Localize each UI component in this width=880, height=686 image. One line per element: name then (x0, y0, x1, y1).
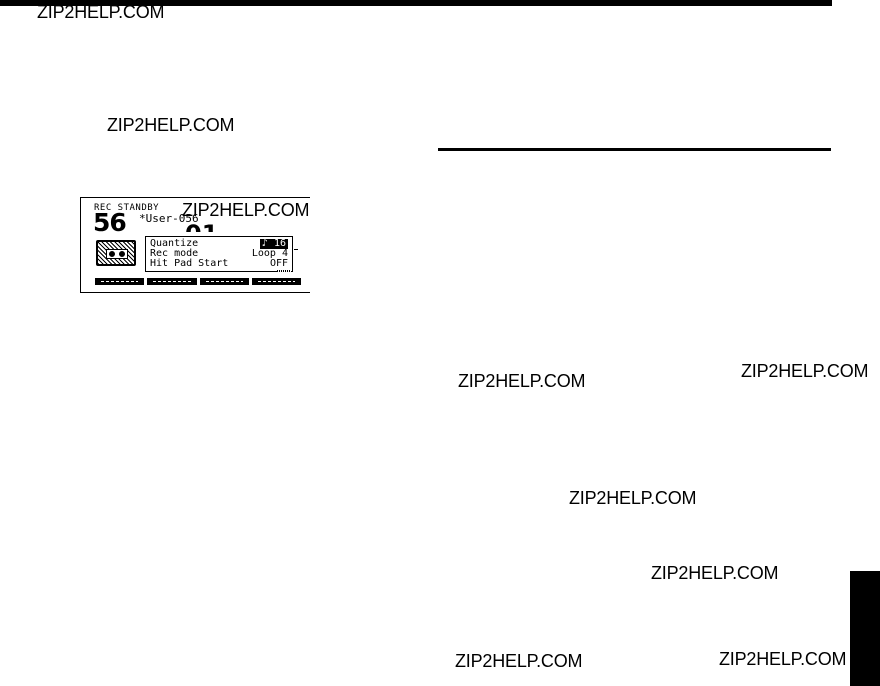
watermark: ZIP2HELP.COM (455, 651, 583, 671)
popup-row-quantize: Quantize ♪ 16 (150, 239, 288, 249)
lcd-screen: REC STANDBY 56 *User-056 01 Quantize ♪ 1… (80, 197, 310, 293)
bank-number: 56 (93, 208, 127, 237)
popup-label: Quantize (150, 238, 199, 249)
popup-tick (294, 249, 298, 250)
watermark: ZIP2HELP.COM (182, 200, 310, 220)
scroll-indicator (277, 270, 291, 272)
watermark: ZIP2HELP.COM (107, 115, 235, 135)
rec-settings-popup: Quantize ♪ 16 Rec mode Loop 4 Hit Pad St… (145, 236, 298, 272)
popup-label: Hit Pad Start (150, 258, 229, 269)
reel-icon (119, 251, 125, 257)
rec-status: REC STANDBY (94, 203, 160, 213)
rec-mode-value[interactable]: Loop 4 (251, 248, 288, 259)
big-digits: 01 (185, 220, 218, 232)
cassette-icon (96, 240, 136, 266)
watermark: ZIP2HELP.COM (651, 563, 779, 583)
watermark: ZIP2HELP.COM (458, 371, 586, 391)
pattern-name: *User-056 (139, 212, 199, 225)
function-key-4[interactable] (251, 278, 301, 285)
chapter-tab (850, 571, 880, 686)
quantize-value[interactable]: ♪ 16 (259, 238, 288, 249)
popup-row-rec-mode: Rec mode Loop 4 (150, 249, 288, 259)
popup-label: Rec mode (150, 248, 199, 259)
reel-icon (109, 251, 115, 257)
cassette-window (106, 249, 128, 259)
top-rule (0, 0, 832, 6)
watermark: ZIP2HELP.COM (719, 649, 847, 669)
popup-row-hit-pad-start: Hit Pad Start OFF (150, 259, 288, 269)
function-key-2[interactable] (147, 278, 197, 285)
function-key-1[interactable] (95, 278, 145, 285)
watermark: ZIP2HELP.COM (569, 488, 697, 508)
section-rule (438, 148, 831, 151)
function-key-row (95, 278, 301, 285)
watermark: ZIP2HELP.COM (37, 2, 165, 22)
function-key-3[interactable] (199, 278, 249, 285)
watermark: ZIP2HELP.COM (741, 361, 869, 381)
hit-pad-start-value[interactable]: OFF (269, 258, 288, 269)
